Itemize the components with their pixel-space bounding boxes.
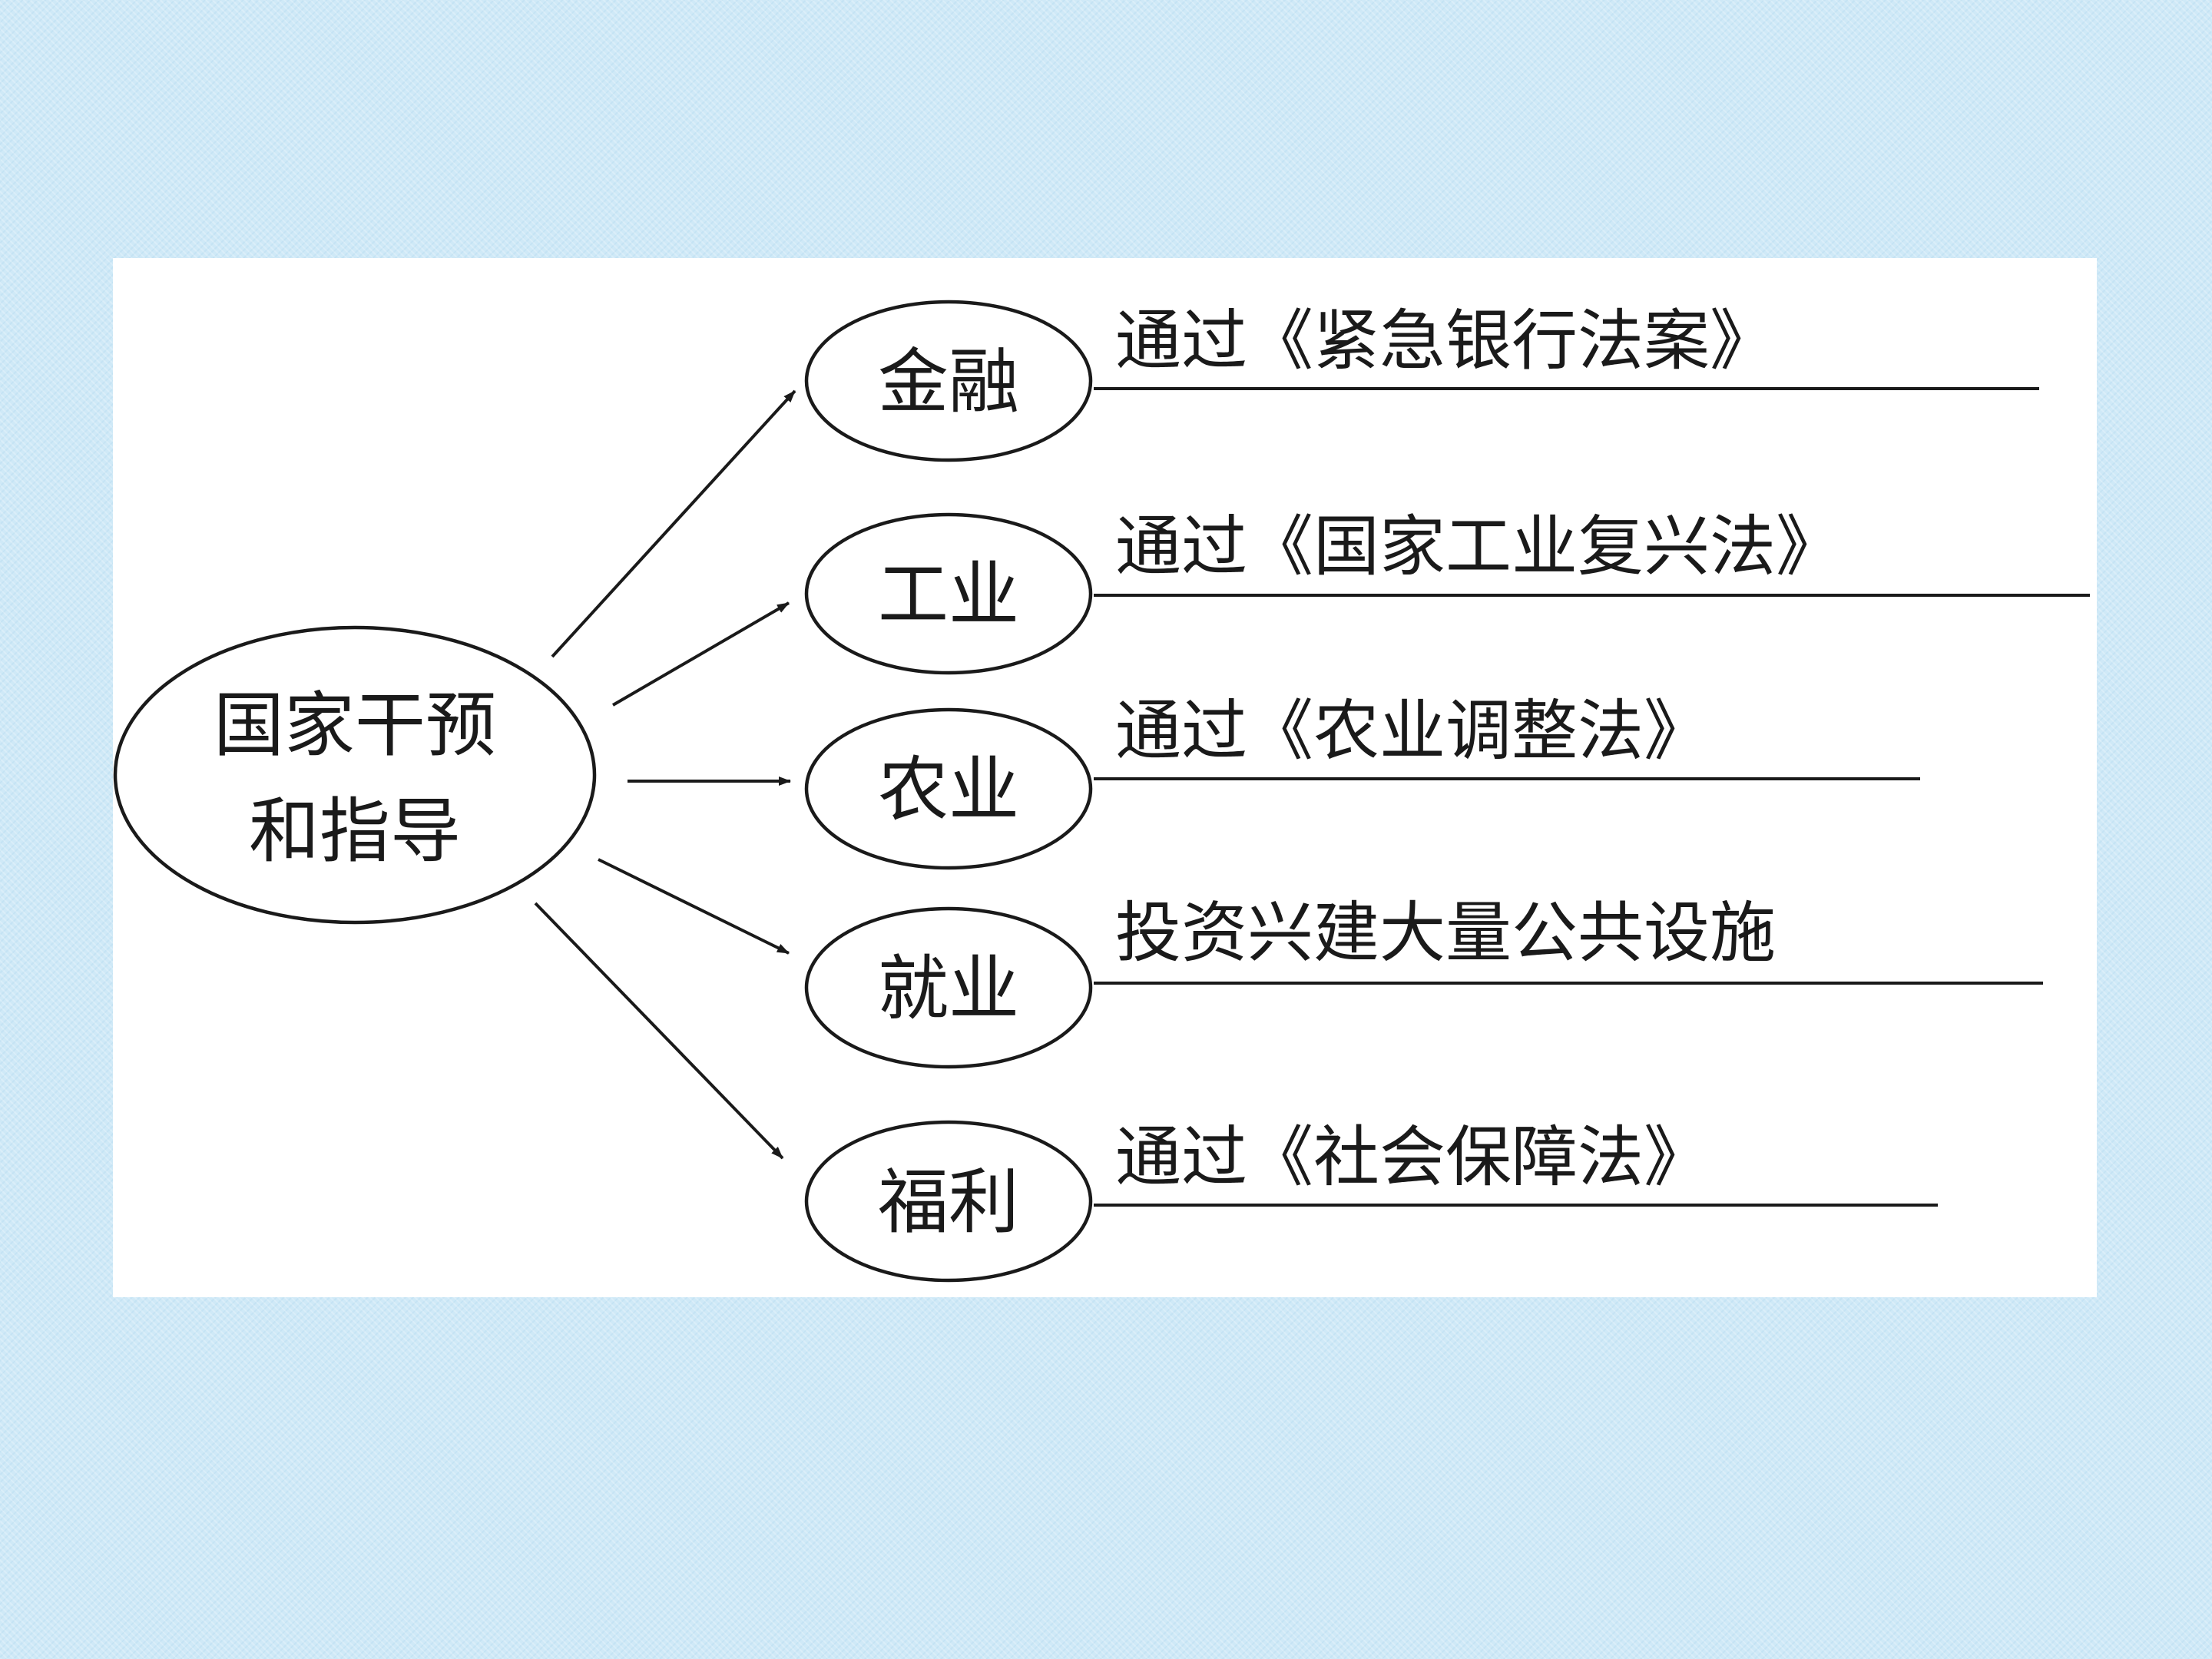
agriculture-oval [804, 707, 1093, 870]
agriculture-action: 通过《农业调整法》 [1115, 693, 1710, 770]
diagram-canvas: 国家干预 和指导 金融 通过《紧急银行法案》 工业 通过《国家工业复兴法》 [113, 300, 2090, 1283]
center-label-line1: 国家干预 [214, 684, 496, 767]
center-label-line2: 和指导 [249, 790, 461, 873]
welfare-oval [804, 1120, 1093, 1283]
welfare-action: 通过《社会保障法》 [1115, 1119, 1710, 1196]
branch-industry: 工业 通过《国家工业复兴法》 [804, 508, 2090, 675]
finance-action: 通过《紧急银行法案》 [1115, 303, 1776, 379]
finance-oval [804, 300, 1093, 462]
branch-employment: 就业 投资兴建大量公共设施 [804, 895, 2043, 1069]
center-node: 国家干预 和指导 [113, 625, 597, 925]
branch-agriculture: 农业 通过《农业调整法》 [804, 693, 1920, 870]
arrow-finance [551, 389, 796, 658]
welfare-label: 福利 [878, 1161, 1019, 1243]
employment-label: 就业 [878, 948, 1019, 1030]
branch-welfare: 福利 通过《社会保障法》 [804, 1119, 1938, 1283]
branch-finance: 金融 通过《紧急银行法案》 [804, 300, 2039, 462]
industry-action: 通过《国家工业复兴法》 [1115, 508, 1842, 585]
industry-label: 工业 [878, 554, 1019, 636]
arrows [534, 389, 796, 1160]
arrow-welfare [534, 902, 784, 1160]
employment-action: 投资兴建大量公共设施 [1115, 895, 1776, 972]
center-oval [113, 625, 597, 925]
industry-oval [804, 512, 1093, 675]
diagram-panel: 国家干预 和指导 金融 通过《紧急银行法案》 工业 通过《国家工业复兴法》 [113, 258, 2097, 1297]
employment-oval [804, 906, 1093, 1069]
arrow-employment [598, 858, 790, 955]
finance-label: 金融 [878, 341, 1019, 423]
agriculture-label: 农业 [878, 749, 1019, 831]
arrow-industry [611, 601, 790, 707]
